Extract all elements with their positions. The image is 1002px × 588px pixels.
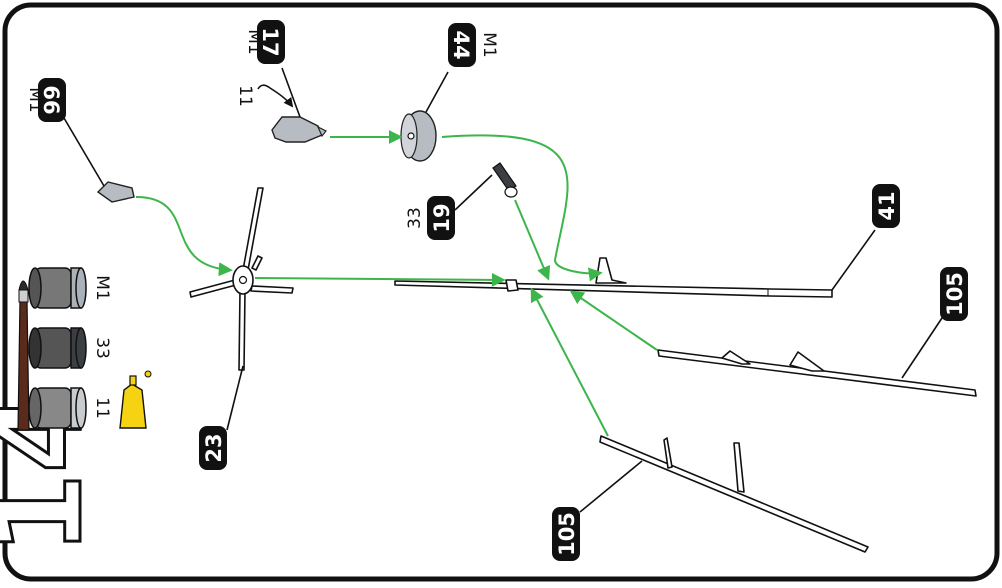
paint-code-label: 11 — [92, 397, 112, 419]
part-44 — [400, 110, 437, 162]
part-66 — [96, 181, 135, 203]
part-19 — [492, 162, 518, 198]
svg-text:17: 17 — [258, 27, 282, 56]
paint-pot-icon — [28, 267, 87, 309]
svg-text:66: 66 — [39, 85, 63, 114]
callout-17-paint: M1 — [244, 29, 264, 54]
glue-tube-icon — [119, 370, 152, 429]
callout-23: 23 — [199, 426, 227, 470]
callout-17-note: 11 — [235, 85, 255, 107]
svg-text:23: 23 — [202, 433, 226, 462]
callout-44-paint: M1 — [479, 32, 499, 57]
callout-105-lower: 105 — [552, 507, 580, 561]
callout-leaders — [63, 67, 943, 513]
assembly-arrows — [135, 130, 658, 437]
paint-code-label: 33 — [92, 337, 112, 359]
part-yard-105-lower — [599, 435, 869, 553]
paint-pot-icon — [28, 387, 87, 429]
callout-66: 66 — [38, 78, 66, 122]
callout-19: 19 — [427, 196, 455, 240]
paint-code-label: M1 — [92, 275, 112, 300]
callout-105-upper: 105 — [940, 267, 968, 321]
svg-text:105: 105 — [555, 512, 579, 556]
callout-41: 41 — [872, 184, 900, 228]
callout-44: 44 — [448, 23, 476, 67]
svg-text:19: 19 — [430, 203, 454, 232]
brush-icon — [17, 280, 30, 431]
callout-66-paint: M1 — [25, 87, 45, 112]
paint-pot-icon — [28, 327, 87, 369]
part-yard-105-upper — [657, 349, 977, 397]
paint-legend: M1 33 11 — [28, 267, 112, 429]
part-main-mast — [394, 257, 833, 298]
callout-17: 17 — [257, 20, 285, 64]
svg-text:44: 44 — [449, 30, 473, 59]
callout-19-paint: 33 — [405, 207, 425, 229]
svg-text:105: 105 — [943, 272, 967, 316]
part-yard-cross — [189, 187, 294, 371]
svg-text:41: 41 — [875, 191, 899, 220]
part-17 — [271, 116, 327, 143]
